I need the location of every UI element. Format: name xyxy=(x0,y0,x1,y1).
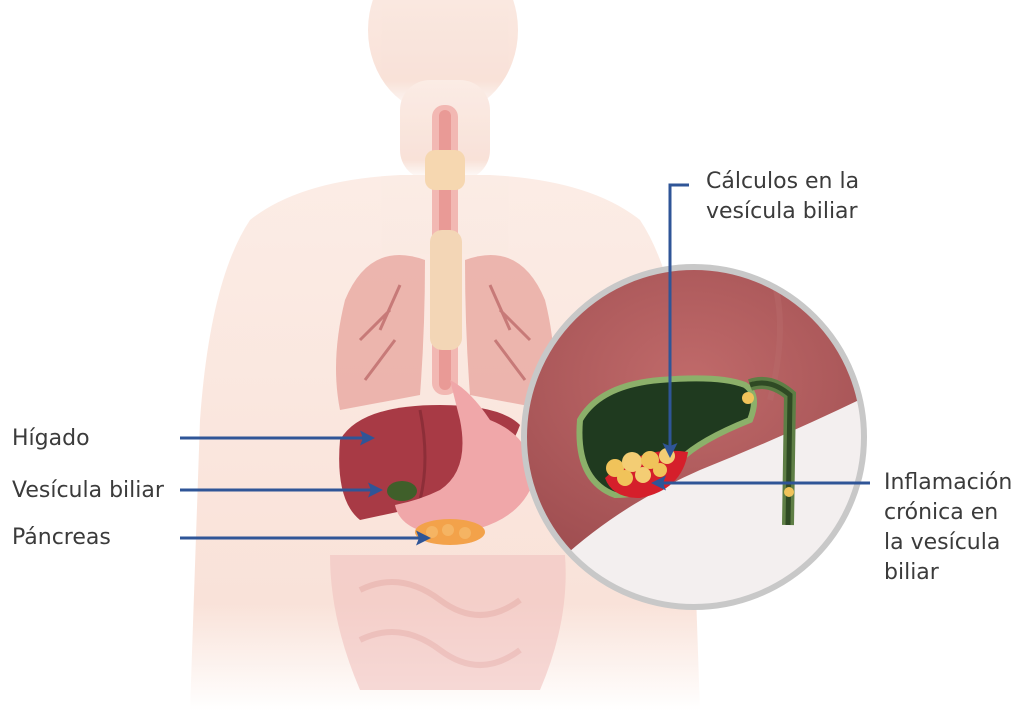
label-liver: Hígado xyxy=(12,424,90,454)
label-inflammation-line1: Inflamación xyxy=(884,468,1012,498)
label-pancreas-text: Páncreas xyxy=(12,523,111,553)
label-inflammation-line3: la vesícula xyxy=(884,528,1012,558)
label-liver-text: Hígado xyxy=(12,424,90,454)
label-gallstones-line1: Cálculos en la xyxy=(706,167,859,197)
trachea xyxy=(425,150,465,350)
pancreas xyxy=(415,519,485,545)
label-gallbladder: Vesícula biliar xyxy=(12,476,164,506)
label-inflammation-line2: crónica en xyxy=(884,498,1012,528)
label-gallbladder-text: Vesícula biliar xyxy=(12,476,164,506)
label-inflammation-line4: biliar xyxy=(884,558,1012,588)
label-gallstones: Cálculos en la vesícula biliar xyxy=(706,167,859,227)
label-pancreas: Páncreas xyxy=(12,523,111,553)
gallbladder-small xyxy=(387,481,417,501)
label-gallstones-line2: vesícula biliar xyxy=(706,197,859,227)
label-inflammation: Inflamación crónica en la vesícula bilia… xyxy=(884,468,1012,588)
intestines xyxy=(330,555,566,690)
magnified-view xyxy=(520,260,900,607)
